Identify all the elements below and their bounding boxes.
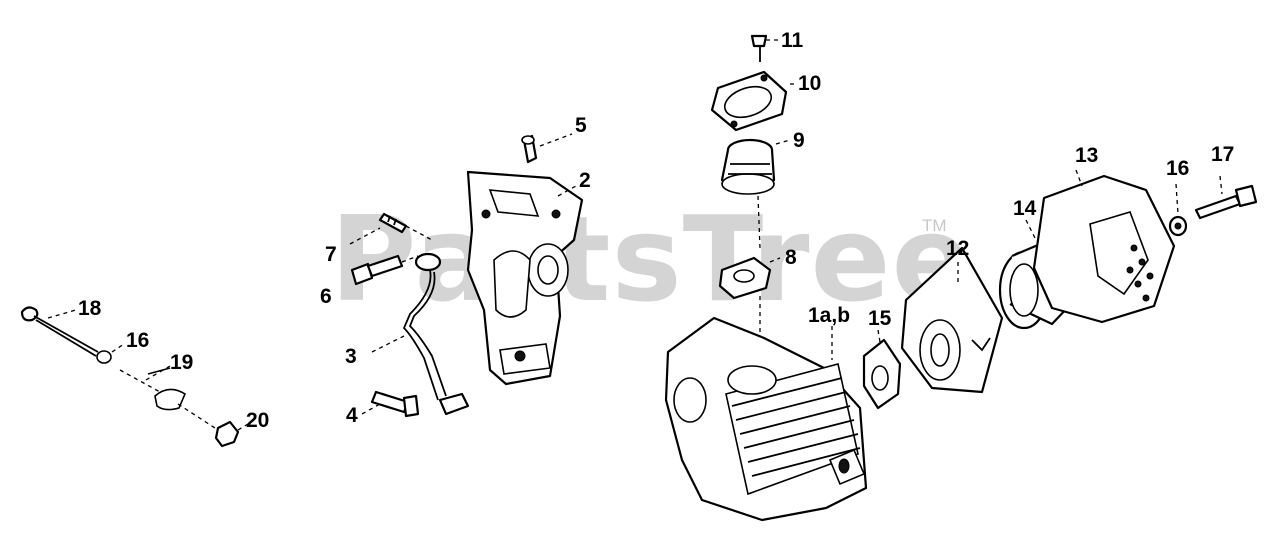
callout-16-left: 16 [126, 329, 150, 352]
part-10-gasket [710, 70, 798, 132]
part-8-gasket [718, 256, 781, 340]
part-16-washer-right [1168, 183, 1188, 237]
callout-15: 15 [868, 307, 892, 330]
callout-8: 8 [785, 246, 797, 269]
callout-17: 17 [1211, 143, 1235, 166]
callout-18: 18 [78, 297, 102, 320]
callout-7: 7 [325, 243, 337, 266]
part-15-gasket [862, 329, 902, 410]
callout-5: 5 [575, 114, 587, 137]
part-3-fuel-line [371, 252, 470, 416]
part-4-bolt [361, 390, 420, 418]
callout-11: 11 [781, 29, 804, 52]
part-2-crankcase [466, 170, 584, 386]
callout-10: 10 [798, 72, 822, 95]
part-12-muffler-plate [900, 246, 1004, 394]
part-6-bolt [350, 254, 419, 286]
part-18-strap [20, 306, 99, 357]
callout-12: 12 [946, 237, 970, 260]
trademark-mark: TM [922, 216, 947, 235]
part-11-screw [750, 34, 778, 62]
callout-3: 3 [345, 345, 357, 368]
part-13-muffler [1032, 169, 1176, 324]
callout-4: 4 [346, 404, 358, 427]
callout-14: 14 [1013, 197, 1037, 220]
part-5-stud [521, 133, 573, 164]
part-16-washer-left [96, 343, 125, 364]
part-17-bolt [1194, 175, 1258, 220]
part-1ab-cylinder [664, 316, 868, 522]
part-20-nut [177, 403, 249, 448]
callout-20: 20 [246, 409, 270, 432]
callout-9: 9 [793, 129, 805, 152]
callout-6: 6 [320, 285, 332, 308]
callout-16-right: 16 [1166, 157, 1190, 180]
callout-13: 13 [1075, 144, 1099, 167]
callout-19: 19 [170, 351, 194, 374]
part-19-pin [119, 365, 187, 411]
part-9-intake-boot [720, 138, 791, 249]
part-7-screw [349, 212, 433, 245]
callout-1ab: 1a,b [808, 304, 851, 327]
callout-2: 2 [579, 169, 591, 192]
